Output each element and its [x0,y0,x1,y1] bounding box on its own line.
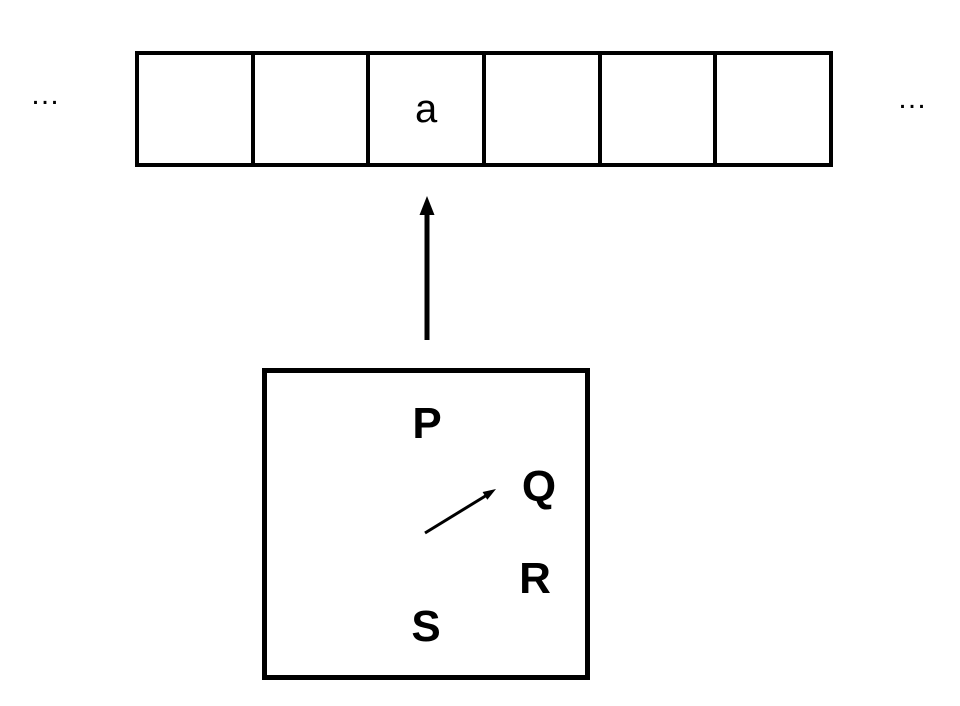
state-label-p: P [412,399,442,448]
tape-continues-right-ellipsis: … [897,82,929,115]
tape-continues-left-ellipsis: … [30,78,62,111]
tape-cell [139,55,255,163]
head-up-arrow-icon [419,196,435,340]
tape: a [135,51,833,167]
control-unit-box [262,368,590,680]
tape-cell [717,55,829,163]
state-label-s: S [411,602,441,651]
tape-cell-head: a [370,55,487,163]
tape-cell [486,55,602,163]
state-label-q: Q [521,462,557,511]
state-label-r: R [519,554,551,603]
state-pointer-arrow-icon [424,489,496,535]
tape-cell-symbol: a [415,87,438,131]
tape-cell [255,55,371,163]
tape-cell [602,55,718,163]
